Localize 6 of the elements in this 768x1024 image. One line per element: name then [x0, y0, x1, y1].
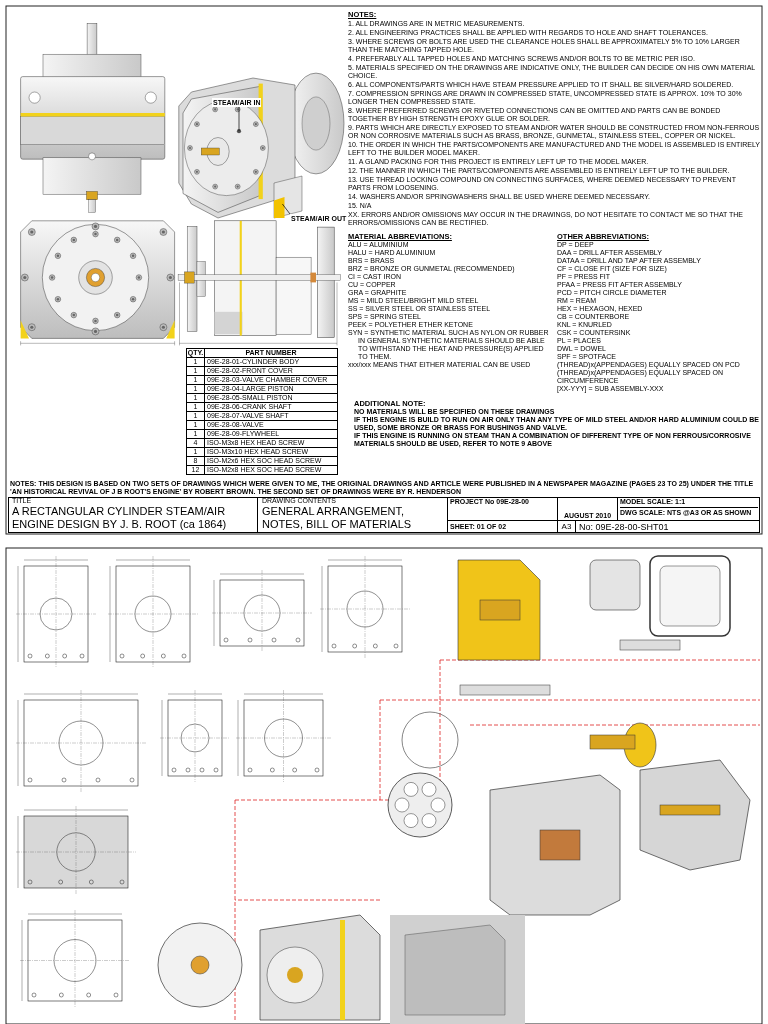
drawing-contents-text: GENERAL ARRANGEMENT, NOTES, BILL OF MATERIALS: [262, 505, 413, 530]
drawing-number: No: 09E-28-00-SHT01: [579, 521, 670, 533]
sheet-size: A3: [560, 521, 573, 533]
leader-line: [238, 106, 240, 132]
leader-line: [282, 203, 291, 215]
title-text: A RECTANGULAR CYLINDER STEAM/AIR ENGINE DESIGN BY J. B. ROOT (ca 1864): [12, 505, 228, 530]
